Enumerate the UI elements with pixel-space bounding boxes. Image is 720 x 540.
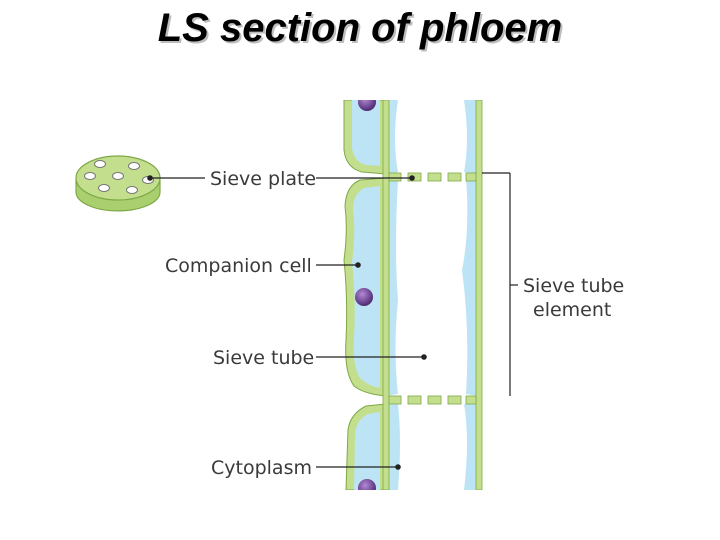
companion-cell-cytoplasm [354, 412, 380, 490]
sieve-tube-cytoplasm [386, 100, 478, 490]
nucleus [358, 479, 376, 490]
label-cytoplasm: Cytoplasm [211, 457, 312, 479]
sieve-pore [84, 172, 96, 180]
sieve-plate-bottom [388, 395, 477, 405]
sieve-plate-top [388, 172, 477, 182]
label-sieve-tube-element-line2: element [533, 299, 611, 321]
sieve-pore [128, 162, 140, 170]
nucleus [355, 288, 373, 306]
cell-walls [382, 100, 483, 490]
sieve-pore [98, 184, 110, 192]
companion-cell-column [343, 100, 387, 490]
nucleus [358, 100, 376, 111]
sieve-pore [126, 186, 138, 194]
sieve-pore [94, 160, 106, 168]
sieve-pore [112, 172, 124, 180]
sieve-plate-disc [75, 155, 161, 212]
label-sieve-tube-element-line1: Sieve tube [523, 275, 624, 297]
companion-cell-cytoplasm [352, 100, 380, 166]
label-sieve-plate: Sieve plate [210, 168, 316, 190]
slide-title: LS section of phloem [157, 6, 563, 50]
leader-lines [147, 172, 518, 470]
label-companion-cell: Companion cell [165, 255, 312, 277]
label-sieve-tube: Sieve tube [213, 347, 314, 369]
companion-cell-cytoplasm [352, 186, 380, 388]
